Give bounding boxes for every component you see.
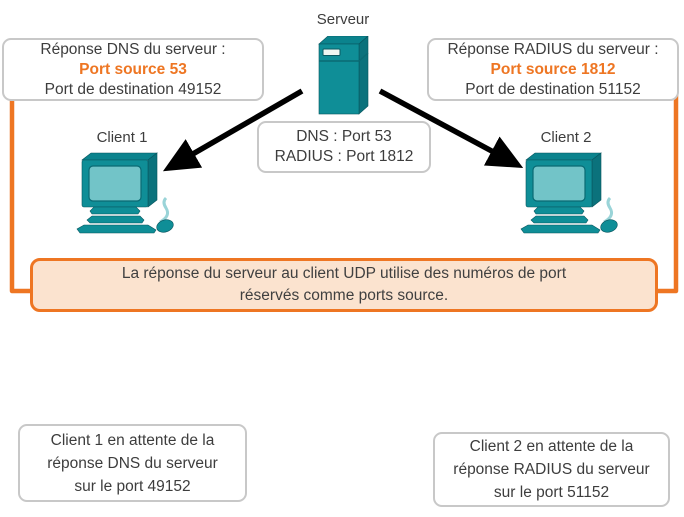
dns-port-line: DNS : Port 53	[296, 128, 392, 145]
radius-source-port: Port source 1812	[490, 60, 616, 78]
radius-response-box: Réponse RADIUS du serveur : Port source …	[427, 38, 679, 101]
callout-line2: réservés comme ports source.	[239, 287, 449, 304]
radius-destination-port: Port de destination 51152	[465, 80, 641, 98]
callout-to-left-box-connector	[9, 68, 36, 294]
radius-port-line: RADIUS : Port 1812	[274, 148, 414, 165]
callout-to-right-box-connector	[652, 68, 679, 294]
dns-response-line1: Réponse DNS du serveur :	[40, 40, 226, 58]
client2-label: Client 2	[540, 129, 592, 146]
server-label: Serveur	[316, 11, 370, 28]
client1-waiting-box: Client 1 en attente de la réponse DNS du…	[18, 424, 247, 502]
dns-destination-port: Port de destination 49152	[44, 80, 222, 98]
dns-source-port: Port source 53	[79, 60, 187, 78]
client2-waiting-line1: Client 2 en attente de la	[469, 438, 634, 455]
server-tower-icon	[318, 36, 369, 115]
client1-label: Client 1	[96, 129, 148, 146]
callout-line1: La réponse du serveur au client UDP util…	[121, 265, 567, 282]
client2-desktop-computer-icon	[519, 151, 621, 234]
dns-response-box: Réponse DNS du serveur : Port source 53 …	[2, 38, 264, 101]
client1-waiting-line1: Client 1 en attente de la	[50, 431, 215, 449]
client1-desktop-computer-icon	[75, 151, 177, 234]
radius-response-line1: Réponse RADIUS du serveur :	[447, 40, 659, 58]
client1-waiting-line3: sur le port 49152	[74, 477, 191, 495]
client2-waiting-line2: réponse RADIUS du serveur	[453, 461, 650, 478]
server-ports-box: DNS : Port 53 RADIUS : Port 1812	[257, 121, 431, 173]
udp-source-ports-callout: La réponse du serveur au client UDP util…	[30, 258, 658, 312]
client2-waiting-box: Client 2 en attente de la réponse RADIUS…	[433, 432, 670, 507]
client2-waiting-line3: sur le port 51152	[493, 484, 610, 501]
client1-waiting-line2: réponse DNS du serveur	[47, 454, 218, 472]
